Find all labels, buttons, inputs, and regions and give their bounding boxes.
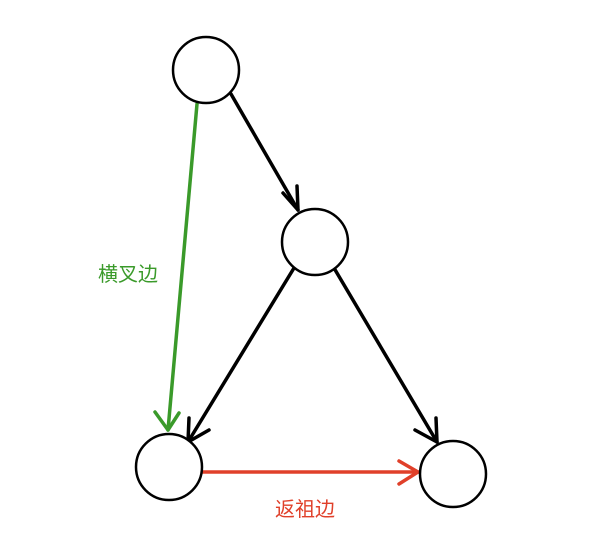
edge-n1-to-n3-cross: 横叉边 [98,102,199,432]
edge-n2-to-n4 [332,266,439,444]
graph-node [280,207,350,277]
edge-n3-to-n4-back: 返祖边 [200,459,420,521]
graph-node [134,432,204,502]
back-edge-label: 返祖边 [275,497,335,521]
edge-n2-to-n3 [186,266,296,444]
edge-n1-to-n2 [229,92,300,212]
graph-node [171,35,241,105]
graph-node [418,439,488,509]
cross-edge-label: 横叉边 [98,262,158,286]
